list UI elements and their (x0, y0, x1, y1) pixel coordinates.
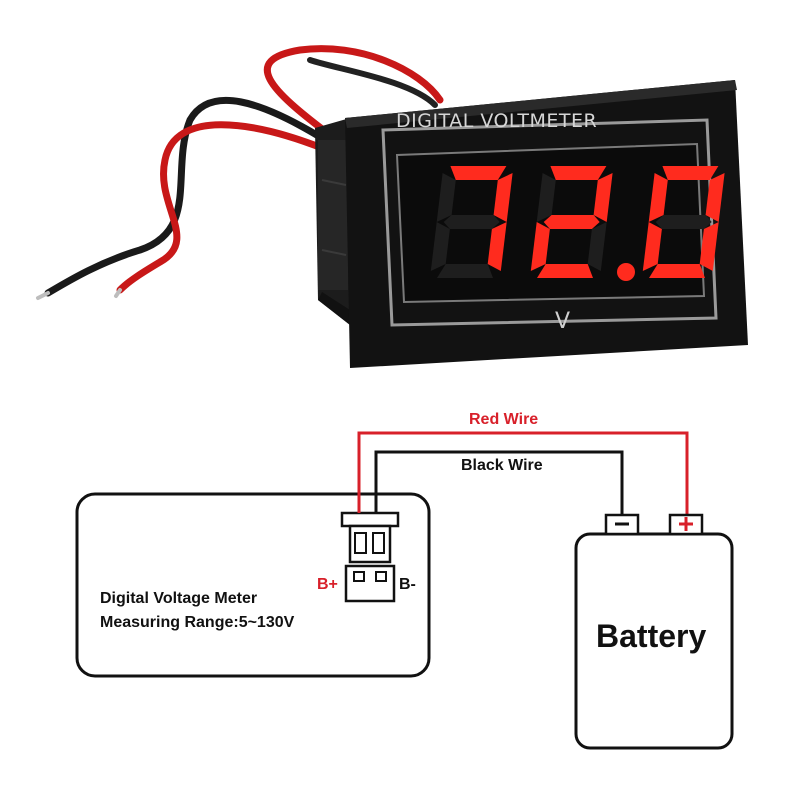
segment-a (662, 166, 719, 180)
b-plus-label: B+ (317, 576, 338, 593)
meter-diagram-box (75, 492, 431, 678)
segment-c (587, 222, 607, 271)
segment-c (487, 222, 507, 271)
black-wire-label: Black Wire (461, 457, 543, 474)
segment-d (437, 264, 493, 278)
segment-e (430, 222, 450, 271)
segment-g (543, 215, 600, 229)
segment-g (443, 215, 500, 229)
segment-g (655, 215, 712, 229)
meter-name-label: Digital Voltage Meter (100, 590, 258, 607)
voltmeter-product-image (36, 45, 748, 368)
segment-b (705, 173, 725, 222)
red-wire-label: Red Wire (469, 411, 539, 428)
measuring-range-label: Measuring Range:5~130V (100, 614, 295, 631)
segment-b (493, 173, 513, 222)
connector-socket (344, 564, 396, 603)
display-frame (381, 118, 718, 327)
segment-c (699, 222, 719, 271)
segment-a (550, 166, 607, 180)
meter-unit-label: V (555, 309, 571, 334)
seven-segment-display (430, 166, 725, 281)
meter-housing (315, 118, 350, 325)
segment-e (642, 222, 662, 271)
segment-f (536, 173, 556, 222)
decimal-point (617, 263, 635, 281)
meter-title: DIGITAL VOLTMETER (396, 110, 598, 132)
meter-cables (36, 45, 444, 300)
connector-plug (340, 511, 400, 564)
segment-d (649, 264, 705, 278)
segment-a (450, 166, 507, 180)
segment-d (537, 264, 593, 278)
battery-negative-terminal (604, 513, 640, 536)
battery-label: Battery (596, 618, 707, 654)
segment-f (436, 173, 456, 222)
battery-positive-terminal (668, 513, 704, 536)
b-minus-label: B- (399, 576, 416, 593)
segment-e (530, 222, 550, 271)
segment-b (593, 173, 613, 222)
segment-f (648, 173, 668, 222)
